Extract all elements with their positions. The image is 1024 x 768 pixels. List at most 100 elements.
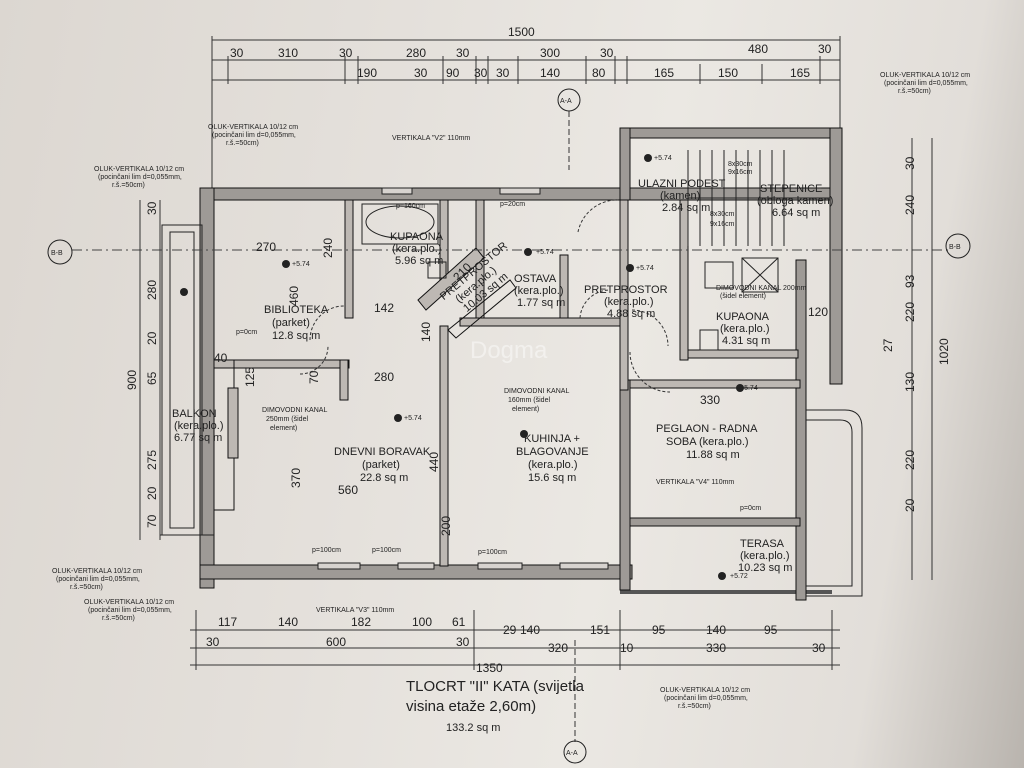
walls: [199, 127, 843, 601]
svg-text:240: 240: [321, 238, 335, 258]
top-dimension-chain: [211, 36, 841, 200]
svg-text:20: 20: [145, 331, 159, 345]
svg-text:A-A: A-A: [560, 98, 572, 105]
svg-text:460: 460: [287, 286, 301, 306]
svg-text:B-B: B-B: [51, 250, 63, 257]
svg-text:OLUK-VERTIKALA 10/12 cm: OLUK-VERTIKALA 10/12 cm: [84, 599, 174, 606]
svg-text:(pocinčani lim d=0,055mm,: (pocinčani lim d=0,055mm,: [98, 174, 182, 181]
svg-text:140: 140: [540, 66, 560, 80]
svg-text:B-B: B-B: [949, 244, 961, 251]
svg-text:20: 20: [903, 498, 917, 512]
svg-text:1020: 1020: [937, 338, 951, 365]
room-terasa: TERASA (kera.plo.) 10.23 sq m: [738, 538, 792, 574]
svg-text:151: 151: [590, 623, 610, 637]
svg-text:117: 117: [218, 615, 237, 629]
right-dimension-chain: [911, 138, 933, 580]
svg-text:OLUK-VERTIKALA 10/12 cm: OLUK-VERTIKALA 10/12 cm: [52, 568, 142, 575]
svg-text:4.31 sq m: 4.31 sq m: [722, 335, 770, 347]
room-biblioteka: BIBLIOTEKA (parket) 12.8 sq m: [264, 304, 329, 342]
svg-text:r.š.=50cm): r.š.=50cm): [678, 703, 711, 710]
svg-text:27: 27: [881, 338, 895, 352]
svg-text:OLUK-VERTIKALA 10/12 cm: OLUK-VERTIKALA 10/12 cm: [660, 687, 750, 694]
svg-text:440: 440: [427, 452, 441, 472]
svg-text:220: 220: [903, 450, 917, 470]
svg-text:(kamen): (kamen): [660, 190, 700, 202]
svg-text:240: 240: [903, 195, 917, 215]
svg-text:OLUK-VERTIKALA 10/12 cm: OLUK-VERTIKALA 10/12 cm: [94, 166, 184, 173]
svg-text:120: 120: [808, 305, 828, 319]
svg-text:(kera.plo.): (kera.plo.): [720, 323, 770, 335]
svg-text:DIMOVODNI KANAL: DIMOVODNI KANAL: [262, 407, 327, 414]
section-line-bb: B-B B-B: [47, 233, 971, 265]
svg-text:30: 30: [456, 46, 470, 60]
inner-dimensions: 270 240 460 142 140 210 280 125 40 370 5…: [214, 238, 720, 536]
svg-text:142: 142: [374, 301, 394, 315]
svg-text:(kera.plo.): (kera.plo.): [514, 285, 564, 297]
svg-text:p=100cm: p=100cm: [312, 547, 341, 554]
svg-text:30: 30: [496, 66, 510, 80]
svg-text:100: 100: [412, 615, 432, 629]
svg-text:1.77 sq m: 1.77 sq m: [517, 297, 565, 309]
svg-text:200: 200: [439, 516, 453, 536]
svg-text:190: 190: [357, 66, 377, 80]
svg-text:(kera.plo.): (kera.plo.): [528, 459, 578, 471]
svg-text:220: 220: [903, 302, 917, 322]
svg-text:22.8 sq m: 22.8 sq m: [360, 472, 408, 484]
svg-text:30: 30: [818, 42, 832, 56]
svg-text:STEPENICE: STEPENICE: [760, 183, 822, 195]
windows: [317, 187, 609, 570]
svg-text:BIBLIOTEKA: BIBLIOTEKA: [264, 304, 329, 316]
svg-text:80: 80: [592, 66, 606, 80]
svg-text:+5.72: +5.72: [730, 573, 748, 580]
svg-text:125: 125: [243, 367, 257, 387]
room-kupaona-2: KUPAONA (kera.plo.) 4.31 sq m: [716, 311, 770, 347]
left-dims-row: 30 280 20 65 275 20 70: [145, 201, 159, 528]
svg-text:370: 370: [289, 468, 303, 488]
svg-text:250mm (šidel: 250mm (šidel: [266, 416, 308, 423]
svg-text:BLAGOVANJE: BLAGOVANJE: [516, 446, 589, 458]
svg-text:visina etaže 2,60m): visina etaže 2,60m): [406, 698, 536, 715]
top-total-dim: 1500: [508, 25, 535, 39]
svg-text:(parket): (parket): [362, 459, 400, 471]
svg-text:140: 140: [419, 322, 433, 342]
svg-text:KUPAONA: KUPAONA: [716, 311, 770, 323]
svg-text:element): element): [512, 406, 539, 413]
svg-text:40: 40: [214, 351, 228, 365]
top-dims-row2: 190 90 30 30 140 80 165 150 165 30: [357, 66, 810, 80]
right-dims-row1: 30 240 93 220 130 220 20: [903, 156, 917, 512]
svg-text:2.84 sq m: 2.84 sq m: [662, 202, 710, 214]
room-balkon: BALKON (kera.plo.) 6.77 sq m: [172, 408, 224, 444]
svg-text:11.88 sq m: 11.88 sq m: [686, 449, 740, 461]
bottom-dimension-chain: [190, 610, 840, 670]
bottom-dims-row2: 30 600 30 320 10 330 30: [206, 635, 826, 655]
svg-text:15.6 sq m: 15.6 sq m: [528, 472, 576, 484]
section-marker-aa-top: A-A: [557, 88, 581, 170]
svg-text:280: 280: [145, 280, 159, 300]
svg-text:(kera.plo.): (kera.plo.): [604, 296, 654, 308]
svg-text:275: 275: [145, 450, 159, 470]
svg-text:10.23 sq m: 10.23 sq m: [738, 562, 792, 574]
svg-text:(pocinčani lim d=0,055mm,: (pocinčani lim d=0,055mm,: [212, 132, 296, 139]
annotation-notes: VERTIKALA "V2" 110mm VERTIKALA "V3" 110m…: [52, 72, 970, 710]
room-kupaona-1: KUPAONA (kera.plo.) 5.96 sq m: [390, 231, 444, 267]
svg-text:310: 310: [278, 46, 298, 60]
svg-text:12.8 sq m: 12.8 sq m: [272, 330, 320, 342]
svg-text:8x30cm: 8x30cm: [728, 161, 753, 168]
stairs: [687, 150, 830, 246]
svg-text:30: 30: [206, 635, 220, 649]
svg-text:65: 65: [145, 371, 159, 385]
svg-text:30: 30: [145, 201, 159, 215]
svg-text:p=20cm: p=20cm: [500, 201, 525, 208]
svg-text:30: 30: [339, 46, 353, 60]
terrace-outline: [806, 409, 863, 597]
svg-text:30: 30: [812, 641, 826, 655]
svg-text:TERASA: TERASA: [740, 538, 785, 550]
bottom-dims-row1: 117 140 182 100 61 29 140 151 95 140 95: [218, 615, 778, 637]
svg-text:VERTIKALA "V4" 110mm: VERTIKALA "V4" 110mm: [656, 479, 734, 486]
svg-text:(šidel element): (šidel element): [720, 293, 766, 300]
svg-text:30: 30: [474, 66, 488, 80]
svg-text:r.š.=50cm): r.š.=50cm): [898, 88, 931, 95]
svg-text:320: 320: [548, 641, 568, 655]
svg-text:+5.74: +5.74: [536, 249, 554, 256]
